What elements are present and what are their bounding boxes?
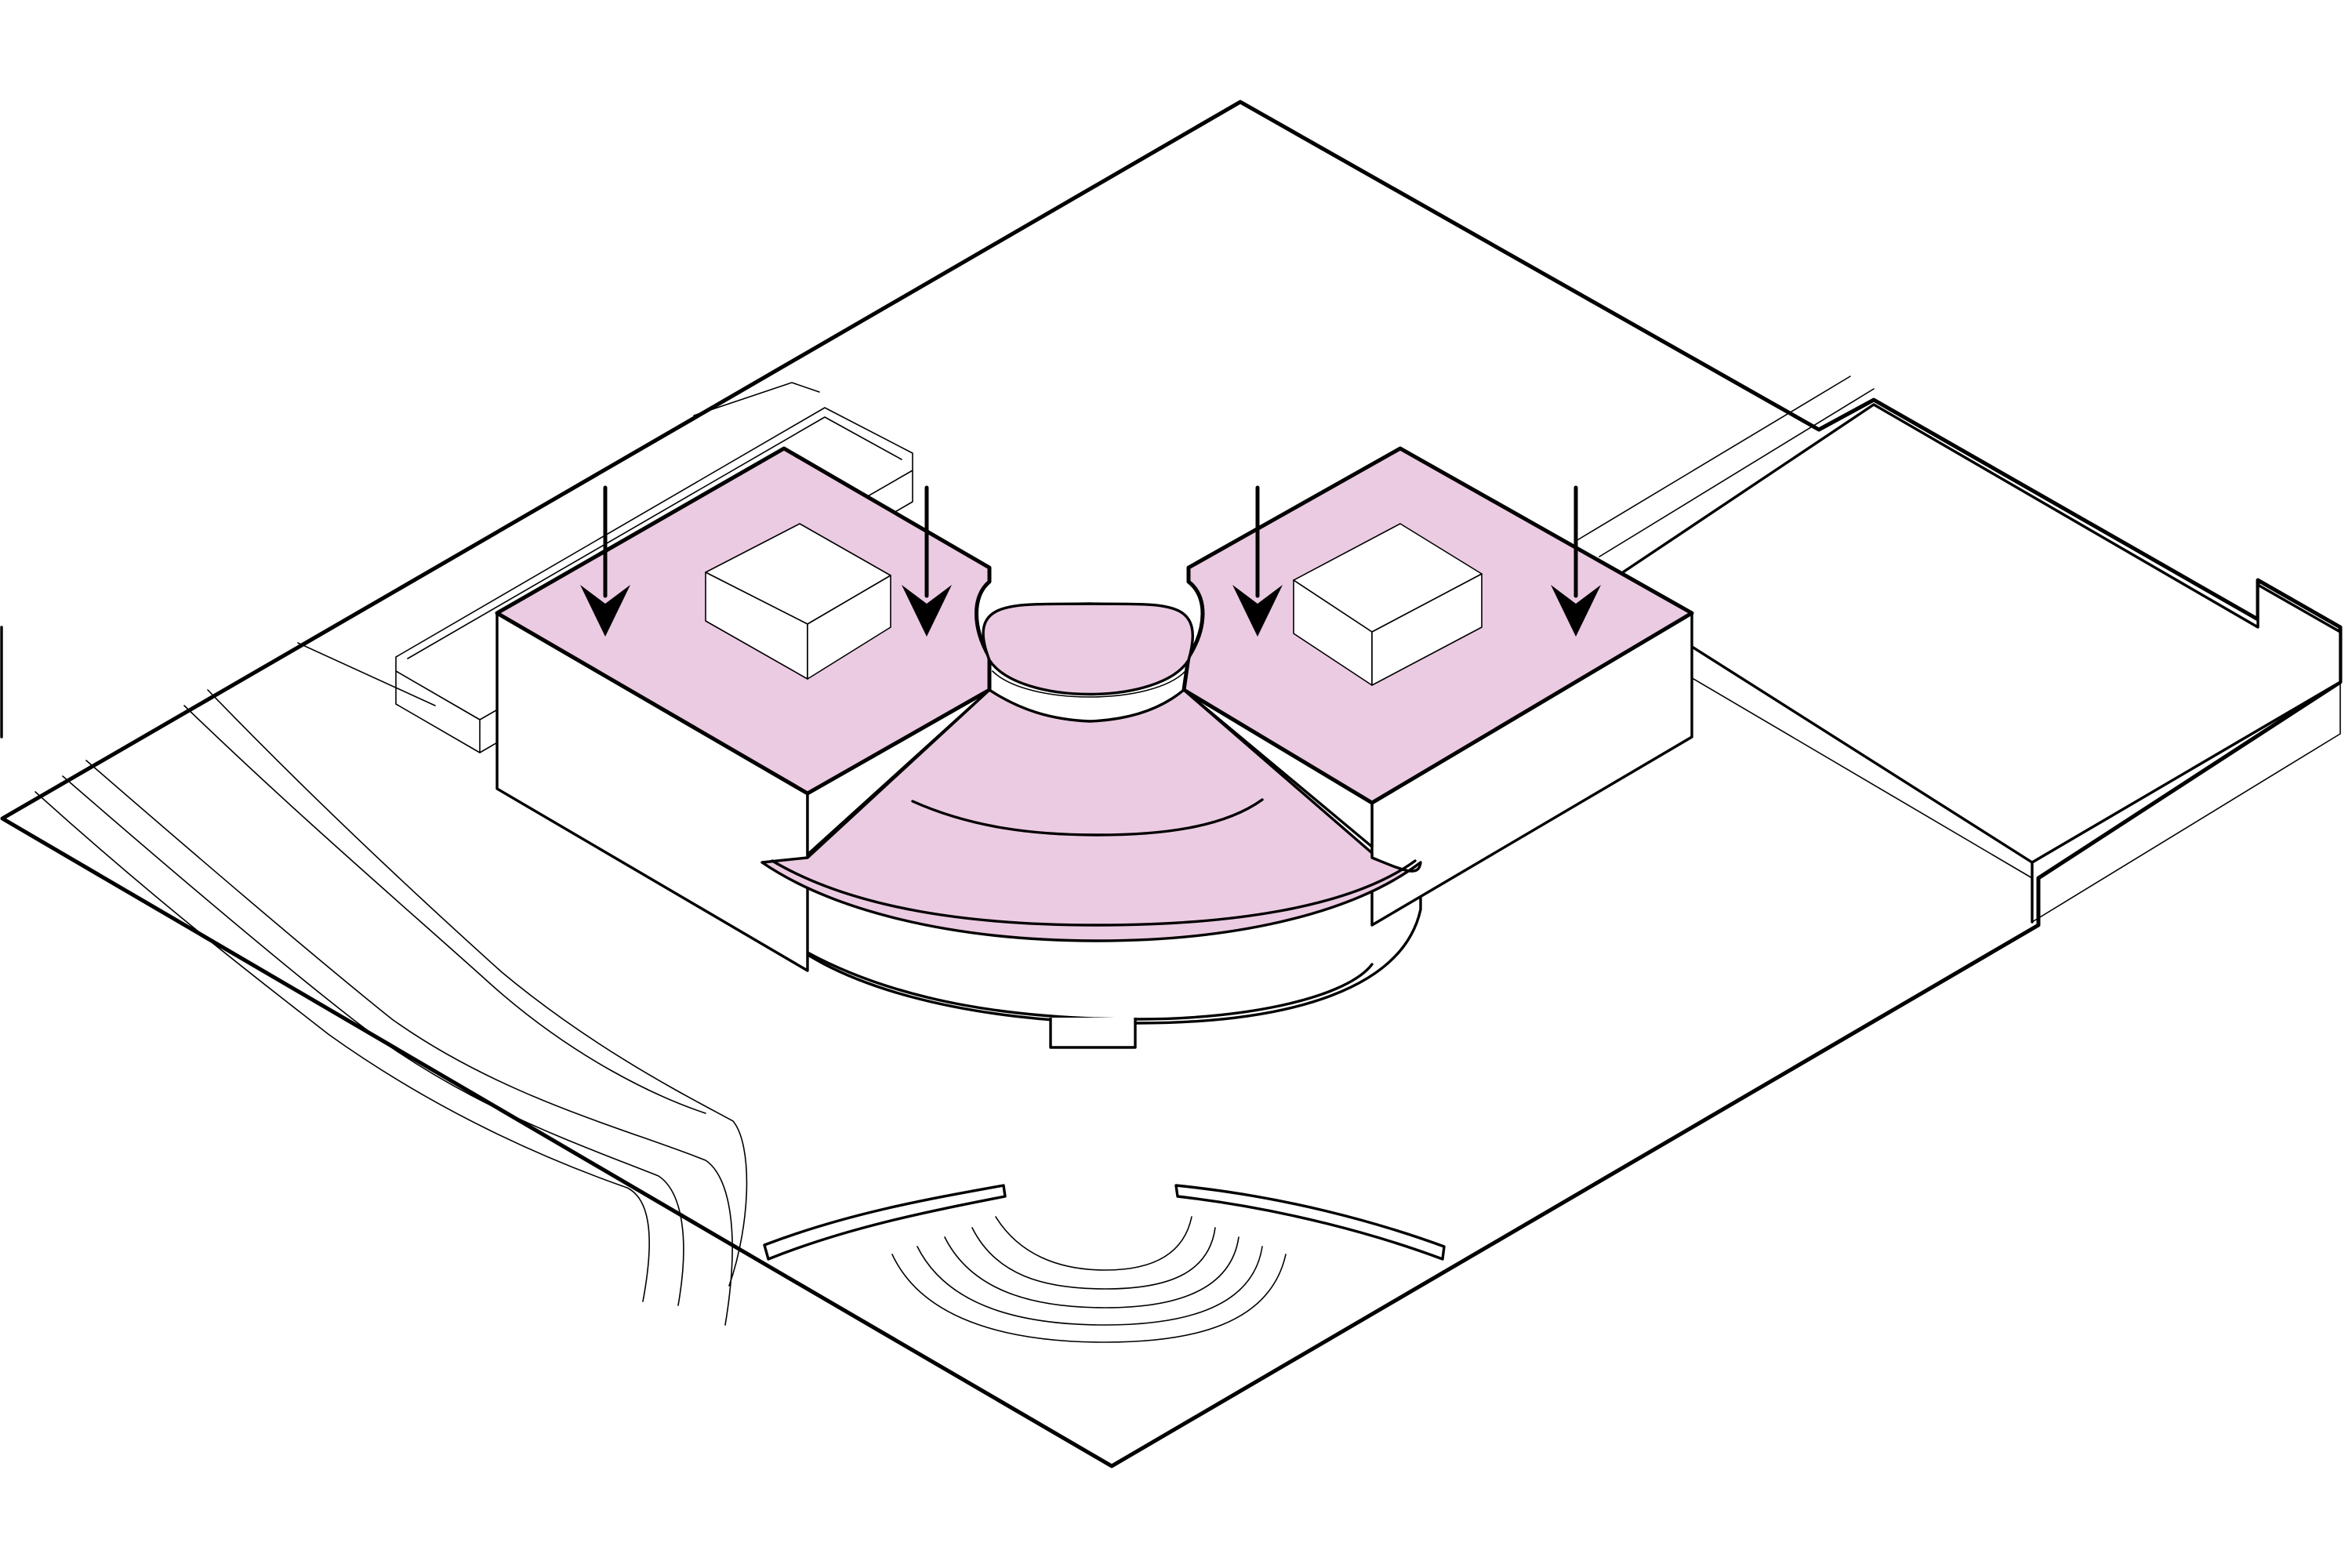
court-inner-ring	[992, 670, 1186, 698]
neighbour-inner-line	[1575, 376, 1851, 542]
amphi-wall-right	[1174, 1184, 1446, 1261]
left-wedge-line	[807, 689, 990, 855]
bar-back-line	[693, 382, 820, 416]
neighbour-top	[1598, 403, 2342, 864]
arrow-down-icon	[580, 485, 630, 637]
neighbour-right-edge	[2031, 681, 2341, 923]
neighbour-inner-line-2	[1599, 388, 1875, 557]
road-curves-left	[34, 642, 748, 1326]
arrow-down-icon	[1232, 485, 1283, 637]
circular-court	[982, 602, 1194, 696]
arrow-down-icon	[902, 485, 952, 637]
roof-central-fan	[760, 688, 1422, 942]
amphitheatre	[763, 1184, 1446, 1343]
site-boundary	[0, 100, 2343, 1468]
arrows-group	[580, 485, 1601, 637]
main-building	[495, 446, 1694, 1049]
fan-arc-2	[771, 859, 1417, 927]
rooftop-box-right	[1293, 523, 1483, 686]
neighbour-left-edge	[1685, 673, 2033, 879]
amphi-wall-left	[763, 1184, 1007, 1261]
bar-inner	[407, 416, 902, 659]
entrance-step	[1049, 1018, 1137, 1049]
right-wedge-line	[1183, 689, 1373, 848]
arrow-down-icon	[1551, 485, 1601, 637]
site-ground-plane	[0, 100, 2343, 1468]
rooftop-box-left	[705, 523, 891, 680]
neighbour-building-right	[1575, 376, 2342, 924]
fan-arc-1	[911, 798, 1264, 837]
